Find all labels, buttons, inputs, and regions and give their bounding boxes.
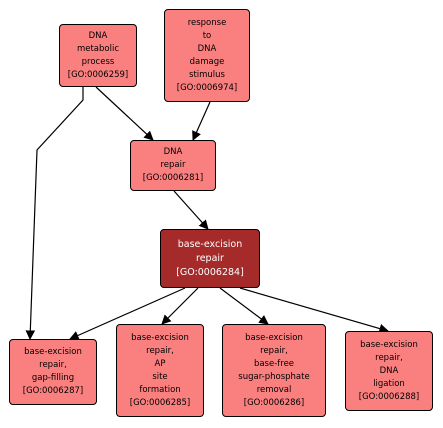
node-id-label: [GO:0006281]: [142, 173, 204, 183]
node-label-line: DNA: [379, 365, 399, 376]
node-label-line: repair,: [260, 345, 288, 356]
node-id-label: [GO:0006286]: [243, 397, 305, 408]
node-base-excision-repair-gap-filling[interactable]: base-excision repair, gap-filling [GO:00…: [9, 339, 97, 405]
node-base-excision-repair-ap-site-formation[interactable]: base-excision repair, AP site formation …: [116, 324, 204, 417]
node-base-excision-repair[interactable]: base-excision repair [GO:0006284]: [160, 229, 260, 288]
node-label-line: repair,: [39, 360, 67, 370]
node-label-line: stimulus: [189, 69, 225, 80]
node-label-line: process: [81, 56, 115, 67]
node-label-line: to: [202, 30, 212, 41]
node-label-line: base-excision: [177, 238, 243, 250]
node-label-line: base-excision: [245, 332, 303, 343]
node-label-line: repair: [196, 252, 224, 264]
node-label-line: repair: [160, 160, 186, 170]
node-dna-repair[interactable]: DNA repair [GO:0006281]: [130, 140, 216, 191]
node-label-line: AP: [154, 358, 166, 369]
node-label-line: damage: [189, 56, 225, 67]
node-id-label: [GO:0006288]: [358, 391, 420, 402]
node-id-label: [GO:0006259]: [67, 69, 129, 80]
node-id-label: [GO:0006284]: [176, 266, 244, 278]
node-label-line: DNA: [197, 43, 217, 54]
edge-go0006281-to-go0006284: [173, 190, 209, 230]
edge-go0006284-to-go0006288: [239, 287, 389, 334]
node-id-label: [GO:0006974]: [176, 82, 238, 93]
node-label-line: removal: [256, 384, 292, 395]
node-label-line: base-excision: [360, 339, 418, 350]
node-label-line: formation: [139, 384, 181, 395]
node-id-label: [GO:0006287]: [22, 386, 84, 396]
edge-go0006284-to-go0006286: [219, 287, 269, 325]
node-label-line: base-free: [253, 358, 295, 369]
node-base-excision-repair-dna-ligation[interactable]: base-excision repair, DNA ligation [GO:0…: [345, 331, 433, 411]
edge-go0006284-to-go0006287: [69, 287, 186, 340]
node-base-excision-repair-sugar-phosphate-removal[interactable]: base-excision repair, base-free sugar-ph…: [222, 324, 326, 417]
node-label-line: DNA: [163, 147, 183, 157]
edge-go0006259-to-go0006287: [25, 87, 84, 340]
node-id-label: [GO:0006285]: [129, 397, 191, 408]
node-label-line: base-excision: [131, 332, 189, 343]
node-label-line: repair,: [146, 345, 174, 356]
node-label-line: metabolic: [76, 43, 120, 54]
node-label-line: repair,: [375, 352, 403, 363]
edge-go0006974-to-go0006281: [192, 101, 211, 141]
node-label-line: response: [187, 17, 227, 28]
node-label-line: ligation: [373, 378, 405, 389]
node-label-line: sugar-phosphate: [238, 371, 310, 382]
node-response-to-dna-damage-stimulus[interactable]: response to DNA damage stimulus [GO:0006…: [164, 9, 250, 102]
node-label-line: DNA: [88, 30, 108, 41]
edge-go0006259-to-go0006281: [95, 86, 154, 141]
edge-go0006284-to-go0006285: [161, 287, 199, 325]
node-dna-metabolic-process[interactable]: DNA metabolic process [GO:0006259]: [59, 24, 137, 87]
node-label-line: gap-filling: [31, 373, 75, 383]
node-label-line: site: [152, 371, 168, 382]
node-label-line: base-excision: [24, 347, 82, 357]
